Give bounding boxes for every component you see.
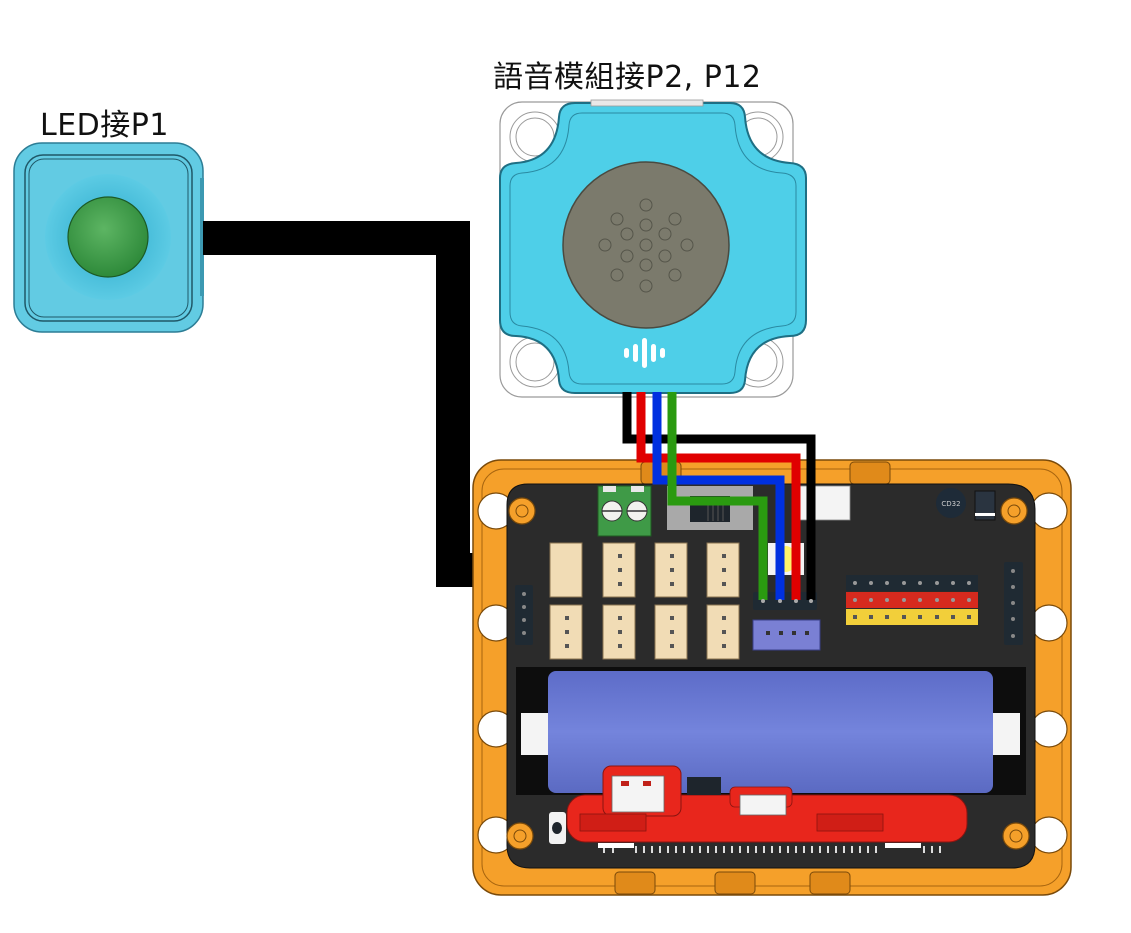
led-module xyxy=(13,142,204,333)
expansion-board: CD32 xyxy=(472,459,1072,896)
wire-green xyxy=(667,392,768,600)
voice-wires xyxy=(622,392,816,600)
slide-switch xyxy=(667,486,753,530)
screw-terminal xyxy=(597,485,652,537)
wire-black xyxy=(622,392,816,600)
wire-blue xyxy=(652,392,785,600)
led-label: LED接P1 xyxy=(40,108,169,143)
voice-module-label: 語音模組接P2, P12 xyxy=(493,60,762,95)
battery xyxy=(548,671,993,793)
microbit xyxy=(566,765,968,853)
voice-module xyxy=(499,99,807,398)
led-bulb-icon xyxy=(67,196,149,278)
gvs-header xyxy=(846,575,978,625)
sound-wave-icon xyxy=(624,338,665,368)
speaker-grille xyxy=(562,161,730,329)
chip-label: CD32 xyxy=(941,500,960,508)
wire-red xyxy=(636,392,801,600)
